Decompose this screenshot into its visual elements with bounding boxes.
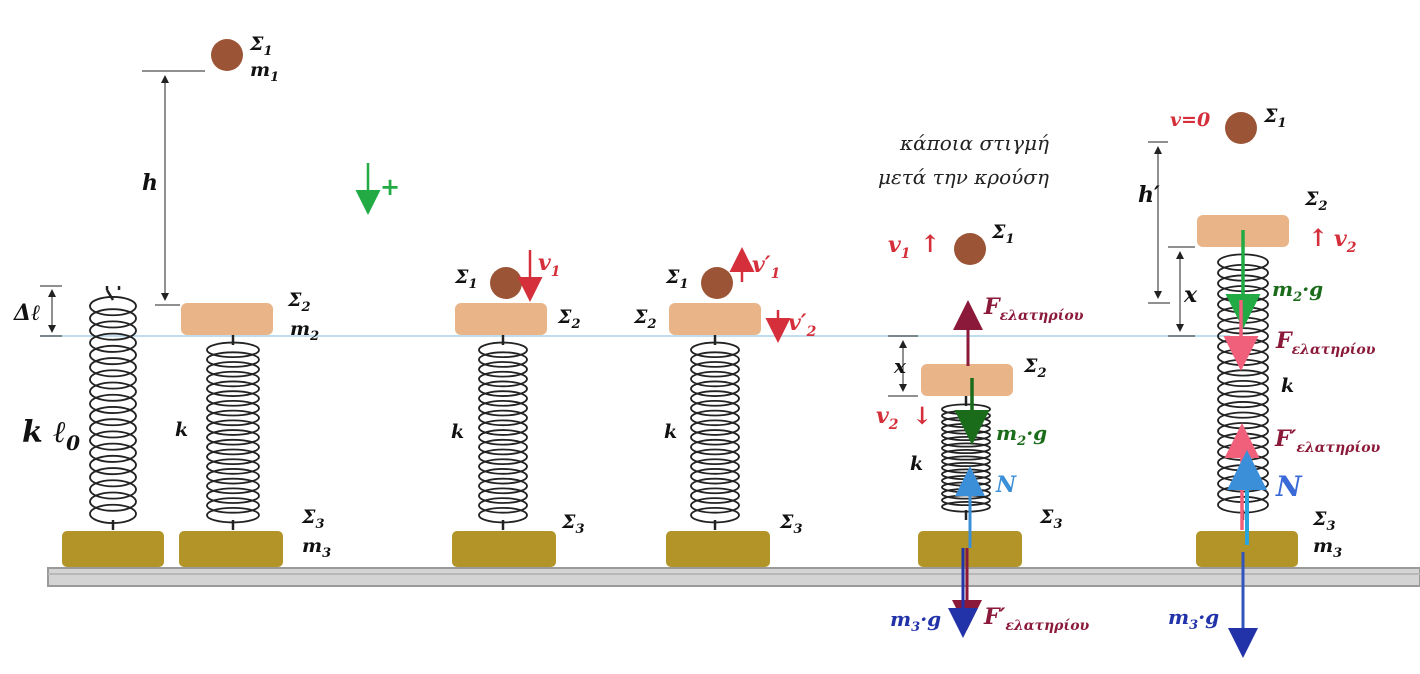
plate-m2-stage2 (181, 303, 273, 335)
v-zero-label: v=0 (1170, 109, 1210, 131)
plate-m2-stage4 (669, 303, 761, 335)
sigma3-label-stage5: Σ3 (1039, 506, 1062, 532)
k-l0-label: k ℓ0 (22, 415, 80, 455)
ball-sigma1-stage5 (954, 233, 986, 265)
sigma2-label-stage6: Σ2 (1304, 188, 1327, 214)
base-m3-stage2 (179, 531, 283, 567)
h-prime-label: h′ (1138, 182, 1160, 208)
v1-label-stage5: v1 (888, 232, 911, 262)
sigma1-label-stage6: Σ1 (1263, 105, 1286, 131)
h-label: h (142, 170, 158, 196)
k-label-stage4: k (664, 421, 677, 443)
x-dimension-stage5 (888, 335, 918, 397)
k-label-stage6: k (1281, 375, 1294, 397)
ground-bar (47, 567, 1420, 587)
sigma3-label-stage4: Σ3 (779, 511, 802, 537)
v2-down-arrow-stage5: ↓ (912, 401, 932, 430)
v1-label-stage3: v1 (538, 250, 561, 280)
ball-sigma1-initial (211, 39, 243, 71)
sigma2-label-stage4: Σ2 (633, 306, 656, 332)
sigma2-label-stage5: Σ2 (1023, 355, 1046, 381)
sigma1-label-initial: Σ1 (249, 33, 272, 59)
sigma2-label-stage2: Σ2 (287, 289, 310, 315)
m2g-label-stage5: m2·g (996, 421, 1047, 449)
v2-label-stage5: v2 (876, 403, 899, 433)
base-m3-stage6 (1196, 531, 1298, 567)
k-label-stage5: k (910, 453, 923, 475)
base-m3-stage3 (452, 531, 556, 567)
m3-label: m3 (302, 535, 331, 561)
m3g-label-stage5: m3·g (890, 607, 941, 635)
m1-label: m1 (250, 59, 279, 85)
k-label-stage3: k (451, 421, 464, 443)
h-prime-dimension (1148, 141, 1170, 304)
plate-m2-stage3 (455, 303, 547, 335)
caption-line-1: κάποια στιγμή (899, 131, 1049, 155)
v2-up-arrow-stage6: ↑ (1308, 223, 1328, 252)
spring-force-prime-label-stage6: F′ελατηρίου (1274, 426, 1381, 456)
sigma1-label-stage5: Σ1 (991, 221, 1014, 247)
ball-sigma1-stage4 (701, 267, 733, 299)
sigma1-label-stage4: Σ1 (665, 266, 688, 292)
normal-label-stage6: N (1275, 470, 1303, 503)
h-dimension (142, 70, 205, 306)
m3-label-stage6: m3 (1313, 535, 1342, 561)
positive-direction-plus: + (380, 172, 400, 201)
sigma2-label-stage3: Σ2 (557, 306, 580, 332)
spring-stage4 (690, 335, 740, 530)
k-label-stage2: k (175, 419, 188, 441)
spring-stage2 (206, 335, 260, 530)
x-label-stage6: x (1183, 282, 1198, 308)
base-m3-stage1 (62, 531, 164, 567)
sigma3-label-stage3: Σ3 (561, 511, 584, 537)
spring-stage3 (478, 335, 528, 530)
base-m3-stage4 (666, 531, 770, 567)
sigma3-label-stage6: Σ3 (1312, 508, 1335, 534)
sigma3-label-stage2: Σ3 (301, 506, 324, 532)
plate-m2-stage5 (921, 364, 1013, 396)
spring-force-label-stage5: Fελατηρίου (983, 294, 1084, 324)
ball-sigma1-stage6 (1225, 112, 1257, 144)
ball-sigma1-stage3 (490, 267, 522, 299)
v1-up-arrow-stage5: ↑ (920, 229, 940, 258)
v2-prime-label: v′2 (788, 310, 817, 340)
m2-label: m2 (290, 318, 319, 344)
m2g-label-stage6: m2·g (1272, 277, 1323, 305)
spring-force-label-stage6: Fελατηρίου (1275, 328, 1376, 358)
v1-prime-label: v′1 (752, 252, 780, 282)
sigma1-label-stage3: Σ1 (454, 266, 477, 292)
caption-line-2: μετά την κρούση (878, 165, 1049, 189)
m3g-label-stage6: m3·g (1168, 605, 1219, 633)
normal-label-stage5: N (995, 472, 1017, 498)
x-dimension-stage6 (1168, 246, 1195, 337)
delta-l-dimension (40, 285, 62, 337)
v2-label-stage6: v2 (1334, 226, 1357, 256)
spring-stage5 (941, 396, 991, 520)
delta-l-label: Δℓ (13, 300, 40, 326)
base-m3-stage5 (918, 531, 1022, 567)
spring-stage1 (89, 286, 137, 530)
x-label-stage5: x (893, 354, 907, 378)
spring-force-prime-label-stage5: F′ελατηρίου (983, 604, 1090, 634)
